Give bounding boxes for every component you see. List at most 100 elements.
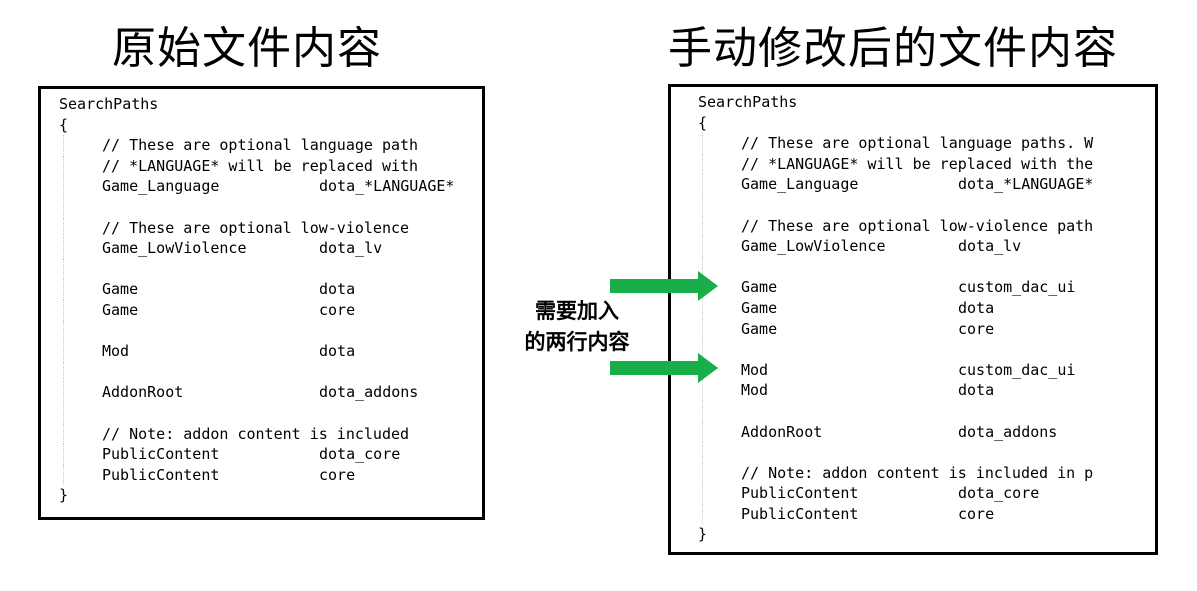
code-key: Mod xyxy=(741,381,769,400)
code-key: PublicContent xyxy=(102,465,220,484)
code-key: Mod xyxy=(741,360,769,379)
code-line: AddonRoot dota_addons xyxy=(698,421,1093,443)
code-line xyxy=(59,320,454,342)
code-line: // *LANGUAGE* will be replaced with the xyxy=(698,153,1094,175)
code-line: } xyxy=(59,485,454,506)
code-line: PublicContent dota_core xyxy=(59,444,454,465)
indent-guide xyxy=(63,217,64,239)
code-key: Game xyxy=(741,298,778,317)
code-line: Mod custom_dac_ui xyxy=(698,359,1093,381)
indent-guide xyxy=(63,238,64,259)
code-key: // *LANGUAGE* will be replaced with the xyxy=(741,154,1094,173)
code-key: SearchPaths xyxy=(698,93,798,111)
indent-guide xyxy=(702,400,703,422)
original-file-panel: SearchPaths{// These are optional langua… xyxy=(38,86,485,520)
indent-guide xyxy=(702,462,703,484)
code-key: AddonRoot xyxy=(741,422,823,441)
code-value: core xyxy=(319,465,356,484)
indent-guide xyxy=(63,361,64,383)
code-line: Game dota xyxy=(698,297,1093,319)
original-file-title: 原始文件内容 xyxy=(112,23,382,74)
code-key: // These are optional low-violence path xyxy=(741,216,1094,235)
indent-guide xyxy=(63,320,64,342)
indent-guide xyxy=(63,382,64,403)
code-key: Game xyxy=(741,319,778,338)
modified-file-code: SearchPaths {// These are optional langua… xyxy=(698,92,1093,545)
code-key: PublicContent xyxy=(741,504,859,523)
code-key: Game xyxy=(741,278,778,297)
annotation-line: 的两行内容 xyxy=(524,330,630,354)
code-line xyxy=(698,442,1093,463)
code-line: Game_Language dota_*LANGUAGE* xyxy=(59,176,454,197)
code-line: PublicContent core xyxy=(59,464,454,486)
indent-guide xyxy=(702,215,703,237)
code-value: core xyxy=(958,504,995,523)
indent-guide xyxy=(63,155,64,177)
indent-guide xyxy=(63,423,64,445)
indent-guide xyxy=(63,279,64,300)
code-key: PublicContent xyxy=(741,484,859,503)
code-line xyxy=(59,196,454,218)
indent-guide xyxy=(63,135,64,156)
code-key: PublicContent xyxy=(102,445,220,464)
indent-guide xyxy=(63,176,64,197)
code-key: } xyxy=(698,525,708,544)
code-value: custom_dac_ui xyxy=(958,360,1076,379)
indent-guide xyxy=(702,318,703,340)
code-key: Game_Language xyxy=(102,177,220,196)
indent-guide xyxy=(702,380,703,401)
indent-guide xyxy=(702,483,703,504)
code-key: // *LANGUAGE* will be replaced with xyxy=(102,156,419,175)
code-line xyxy=(698,194,1093,216)
code-line: // These are optional language paths. W xyxy=(698,133,1093,154)
arrow-right-icon xyxy=(610,271,718,301)
code-line: Game_Language dota_*LANGUAGE* xyxy=(698,174,1093,195)
code-key: { xyxy=(59,115,69,134)
code-key: Game_Language xyxy=(741,175,859,194)
code-key: AddonRoot xyxy=(102,383,184,402)
code-line: Game dota xyxy=(59,279,454,300)
code-value: dota xyxy=(958,298,995,317)
indent-guide xyxy=(63,258,64,280)
code-key: Game xyxy=(102,280,139,299)
code-line: Game_LowViolence dota_lv xyxy=(698,236,1093,257)
indent-guide xyxy=(702,421,703,443)
indent-guide xyxy=(63,402,64,424)
code-line: { xyxy=(59,115,454,136)
code-line xyxy=(59,258,454,280)
code-line xyxy=(698,400,1093,422)
code-key: // Note: addon content is included xyxy=(102,424,410,443)
code-line: { xyxy=(698,113,1093,134)
code-key: { xyxy=(698,113,708,132)
code-value: dota_lv xyxy=(958,237,1022,256)
code-key: } xyxy=(59,486,69,505)
arrow-right-icon xyxy=(610,353,718,383)
added-lines-annotation: 需要加入 的两行内容 xyxy=(512,296,642,358)
code-value: dota_lv xyxy=(319,239,383,258)
indent-guide xyxy=(702,236,703,257)
indent-guide xyxy=(702,256,703,278)
code-line: // Note: addon content is included xyxy=(59,423,454,445)
indent-guide xyxy=(702,297,703,319)
code-key: Game_LowViolence xyxy=(741,237,886,256)
indent-guide xyxy=(702,194,703,216)
code-key: // These are optional language path xyxy=(102,136,419,155)
code-value: custom_dac_ui xyxy=(958,278,1076,297)
code-value: dota xyxy=(319,342,356,361)
code-value: dota_addons xyxy=(958,422,1058,441)
original-file-code: SearchPaths{// These are optional langua… xyxy=(59,94,454,506)
code-value: dota_*LANGUAGE* xyxy=(319,177,455,196)
code-value: dota xyxy=(319,280,356,299)
code-value: dota_*LANGUAGE* xyxy=(958,175,1094,194)
code-value: dota_core xyxy=(319,445,401,464)
code-line: // These are optional low-violence xyxy=(59,217,454,239)
code-line xyxy=(59,361,454,383)
code-line xyxy=(59,402,454,424)
code-line: Game custom_dac_ui xyxy=(698,277,1093,298)
